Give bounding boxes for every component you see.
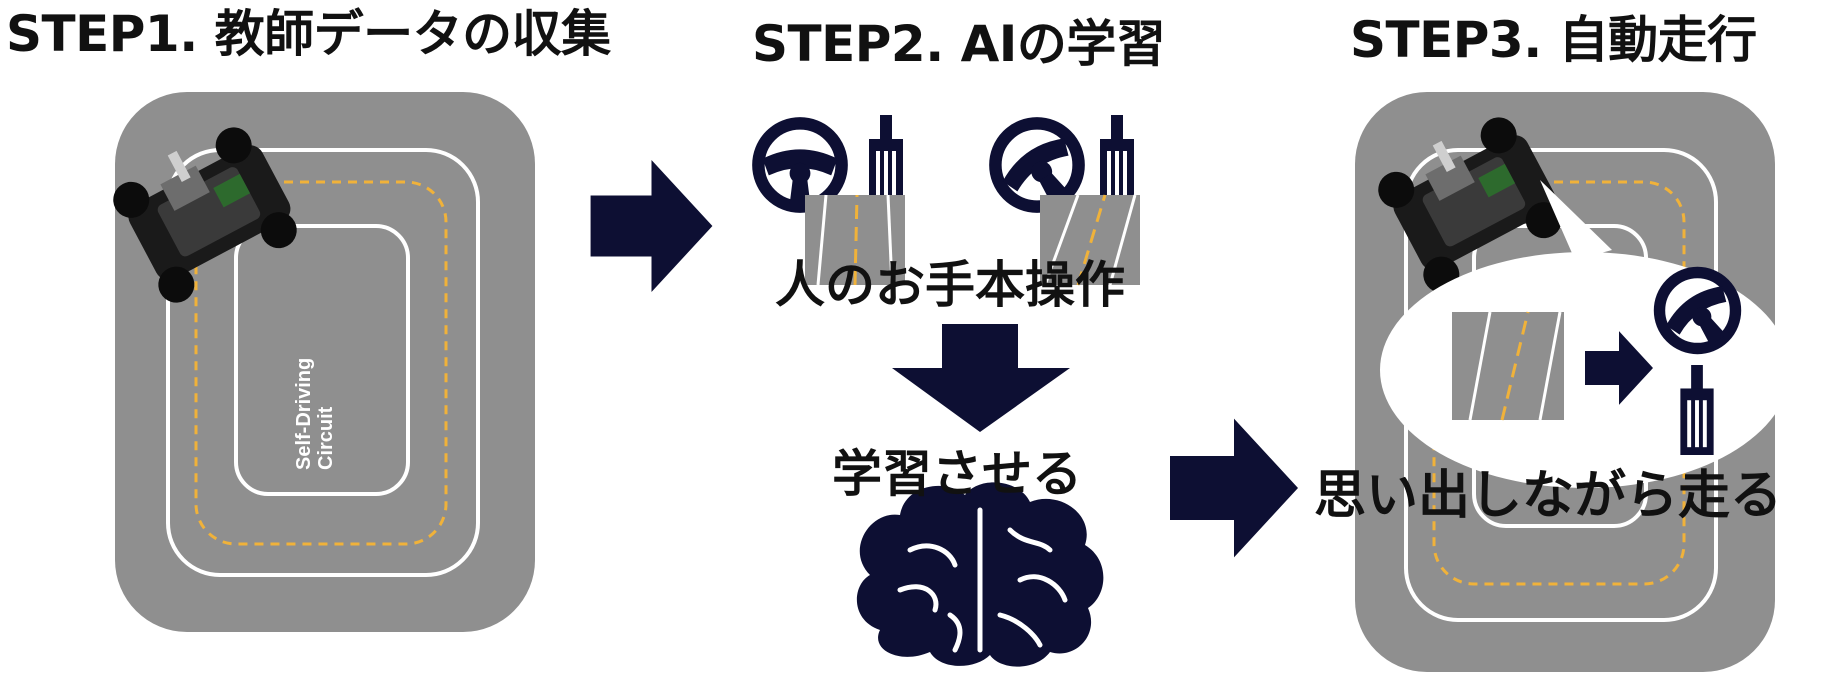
- arrow-right-icon: [590, 160, 713, 292]
- throttle-lever-icon: [869, 115, 903, 207]
- step1-title: STEP1. 教師データの収集: [6, 5, 611, 63]
- road-tile: [805, 194, 905, 286]
- train-label: 学習させる: [832, 445, 1082, 503]
- step3-title: STEP3. 自動走行: [1350, 11, 1757, 69]
- human-demo-label: 人のお手本操作: [775, 256, 1125, 314]
- road-tile: [1040, 194, 1140, 286]
- arrow-right-icon: [1170, 418, 1298, 558]
- road-tile: [1452, 311, 1564, 421]
- demo-controls: [758, 115, 1140, 286]
- car-icon: [113, 127, 297, 303]
- circuit-label: Self-Driving Circuit: [293, 352, 337, 470]
- throttle-lever-icon: [1100, 115, 1134, 207]
- steering-wheel-icon: [758, 123, 841, 206]
- arrow-down-icon: [892, 324, 1070, 432]
- thought-bubble: [1380, 180, 1790, 488]
- brain-icon: [856, 482, 1104, 667]
- step2-title: STEP2. AIの学習: [752, 15, 1166, 73]
- car-icon: [1378, 117, 1562, 293]
- drive-recall-label: 思い出しながら走る: [1314, 466, 1783, 526]
